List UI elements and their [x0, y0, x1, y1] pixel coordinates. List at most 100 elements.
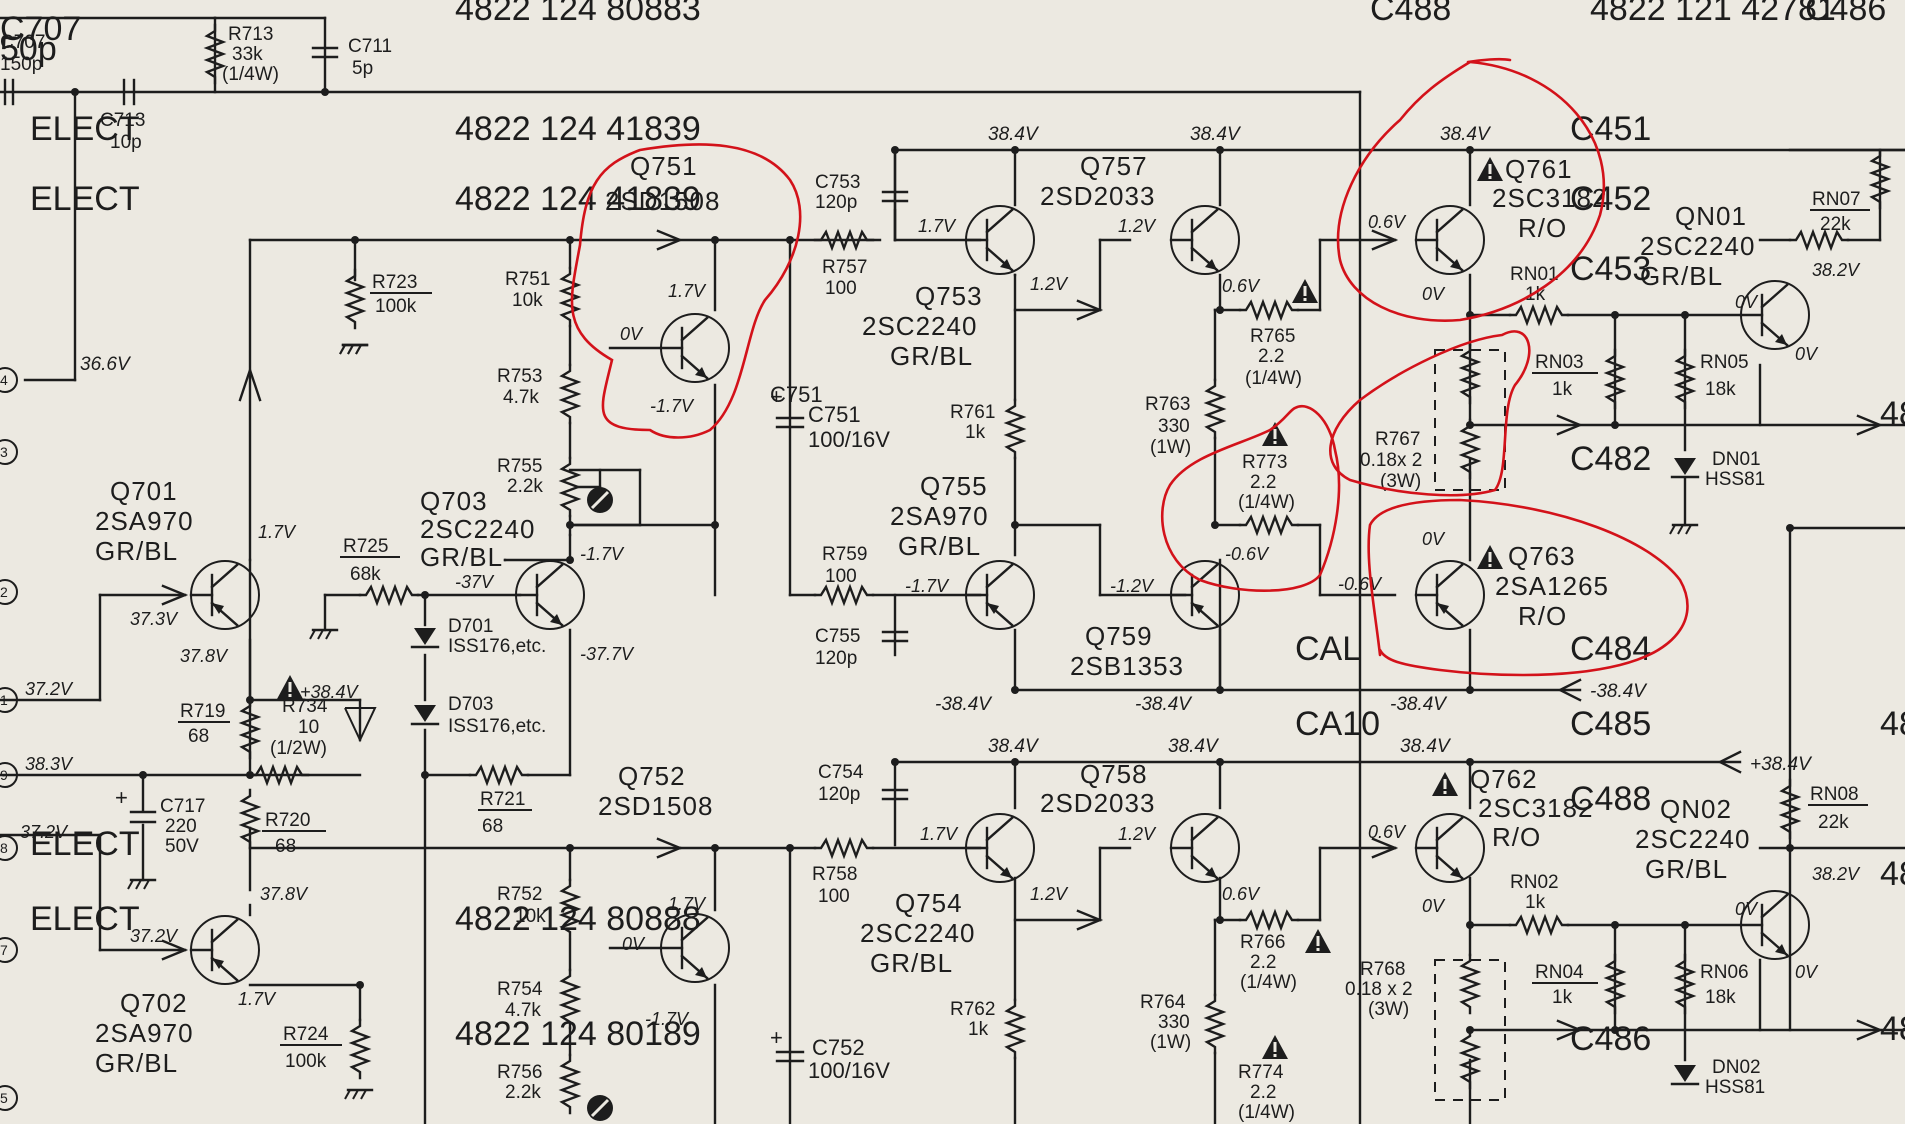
svg-text:DN01: DN01	[1712, 449, 1761, 470]
svg-text:2.2k: 2.2k	[505, 1082, 541, 1103]
svg-text:-1.2V: -1.2V	[1110, 576, 1155, 596]
svg-text:R774: R774	[1238, 1062, 1284, 1083]
svg-text:22k: 22k	[1818, 812, 1849, 833]
svg-text:C717: C717	[160, 796, 205, 817]
warning-icon	[1262, 1035, 1288, 1059]
svg-text:-38.4V: -38.4V	[1590, 681, 1648, 702]
svg-text:10: 10	[298, 717, 319, 738]
svg-text:38.4V: 38.4V	[1400, 736, 1452, 757]
connector-pins	[0, 367, 18, 1111]
svg-text:C751: C751	[770, 382, 823, 407]
resistor-r773	[1238, 515, 1300, 535]
resistor-r764	[1205, 993, 1225, 1055]
resistor-r766	[1238, 910, 1300, 930]
svg-text:Q751: Q751	[630, 151, 698, 181]
svg-text:C752: C752	[812, 1035, 865, 1060]
svg-text:2SC2240: 2SC2240	[860, 918, 975, 948]
resistor-r765	[1238, 300, 1300, 320]
svg-text:C711: C711	[348, 36, 392, 57]
ghost-text: C707	[0, 10, 81, 48]
svg-text:ISS176,etc.: ISS176,etc.	[448, 716, 546, 737]
warning-icon	[1477, 545, 1503, 569]
svg-text:2.2: 2.2	[1258, 346, 1284, 367]
svg-text:-38.4V: -38.4V	[1135, 694, 1193, 715]
svg-text:4: 4	[0, 372, 8, 388]
svg-text:1k: 1k	[1552, 987, 1573, 1008]
svg-text:1.7V: 1.7V	[238, 989, 277, 1009]
svg-text:-1.7V: -1.7V	[580, 544, 625, 564]
svg-text:(1/4W): (1/4W)	[222, 64, 279, 85]
svg-text:38.4V: 38.4V	[1440, 124, 1492, 145]
resistor-r724	[350, 1018, 370, 1080]
svg-text:Q757: Q757	[1080, 151, 1148, 181]
svg-text:0V: 0V	[1422, 529, 1446, 549]
svg-text:(1/4W): (1/4W)	[1245, 368, 1302, 389]
svg-text:R763: R763	[1145, 394, 1190, 415]
svg-text:C707: C707	[0, 32, 45, 53]
svg-text:1.2V: 1.2V	[1030, 884, 1069, 904]
svg-text:R758: R758	[812, 864, 857, 885]
svg-text:GR/BL: GR/BL	[890, 341, 973, 371]
svg-text:37.2V: 37.2V	[20, 822, 69, 842]
svg-text:R721: R721	[480, 789, 525, 810]
svg-text:RN07: RN07	[1812, 189, 1861, 210]
svg-text:5: 5	[0, 1090, 8, 1106]
svg-text:2SD2033: 2SD2033	[1040, 788, 1155, 818]
svg-text:0V: 0V	[1422, 284, 1446, 304]
svg-text:1.2V: 1.2V	[1030, 274, 1069, 294]
svg-text:68: 68	[275, 836, 296, 857]
svg-text:R719: R719	[180, 701, 225, 722]
svg-text:QN02: QN02	[1660, 794, 1732, 824]
capacitor-c755	[881, 630, 909, 643]
svg-text:1.2V: 1.2V	[1118, 824, 1157, 844]
svg-text:0.6V: 0.6V	[1222, 276, 1261, 296]
svg-text:GR/BL: GR/BL	[898, 531, 981, 561]
svg-text:220: 220	[165, 816, 197, 837]
circle-r773	[1160, 405, 1341, 592]
svg-text:100: 100	[825, 278, 857, 299]
svg-text:-37V: -37V	[455, 572, 495, 592]
ghost-text: 50p	[0, 30, 57, 68]
svg-text:4.7k: 4.7k	[503, 387, 539, 408]
svg-text:(1W): (1W)	[1150, 437, 1191, 458]
svg-text:RN03: RN03	[1535, 352, 1584, 373]
resistor-r758	[813, 838, 875, 858]
svg-text:2SD1508: 2SD1508	[605, 186, 720, 216]
resistor-r755	[560, 456, 580, 518]
ghost-text: 4822 124 80888	[1880, 855, 1905, 893]
svg-text:9: 9	[0, 767, 8, 783]
svg-text:36.6V: 36.6V	[80, 354, 132, 375]
svg-text:7: 7	[0, 942, 8, 958]
svg-text:37.8V: 37.8V	[260, 884, 309, 904]
ghost-text: CA10	[1295, 705, 1380, 743]
svg-text:R/O: R/O	[1518, 213, 1567, 243]
svg-text:R756: R756	[497, 1062, 542, 1083]
wiring	[0, 16, 1905, 1124]
svg-text:GR/BL: GR/BL	[870, 948, 953, 978]
diode-dn02	[1670, 1065, 1700, 1086]
svg-text:HSS81: HSS81	[1705, 469, 1765, 490]
svg-text:Q702: Q702	[120, 988, 188, 1018]
svg-text:Q701: Q701	[110, 476, 178, 506]
svg-text:C755: C755	[815, 626, 860, 647]
ghost-text: CAL	[1295, 630, 1361, 668]
svg-text:5p: 5p	[352, 58, 373, 79]
svg-text:R751: R751	[505, 269, 550, 290]
svg-text:0V: 0V	[1795, 962, 1819, 982]
svg-text:GR/BL: GR/BL	[420, 542, 503, 572]
svg-text:18k: 18k	[1705, 987, 1736, 1008]
svg-text:GR/BL: GR/BL	[1645, 854, 1728, 884]
svg-text:0.18 x 2: 0.18 x 2	[1345, 979, 1413, 1000]
svg-text:Q703: Q703	[420, 486, 488, 516]
svg-text:0V: 0V	[622, 934, 646, 954]
svg-text:1k: 1k	[1525, 892, 1546, 913]
svg-text:68: 68	[188, 726, 209, 747]
transistor-q703	[514, 559, 586, 631]
svg-text:2.2k: 2.2k	[507, 476, 543, 497]
svg-text:100k: 100k	[285, 1051, 327, 1072]
svg-text:100: 100	[818, 886, 850, 907]
svg-text:2.2: 2.2	[1250, 1082, 1276, 1103]
svg-text:R752: R752	[497, 884, 542, 905]
capacitor-c752	[775, 1050, 805, 1063]
